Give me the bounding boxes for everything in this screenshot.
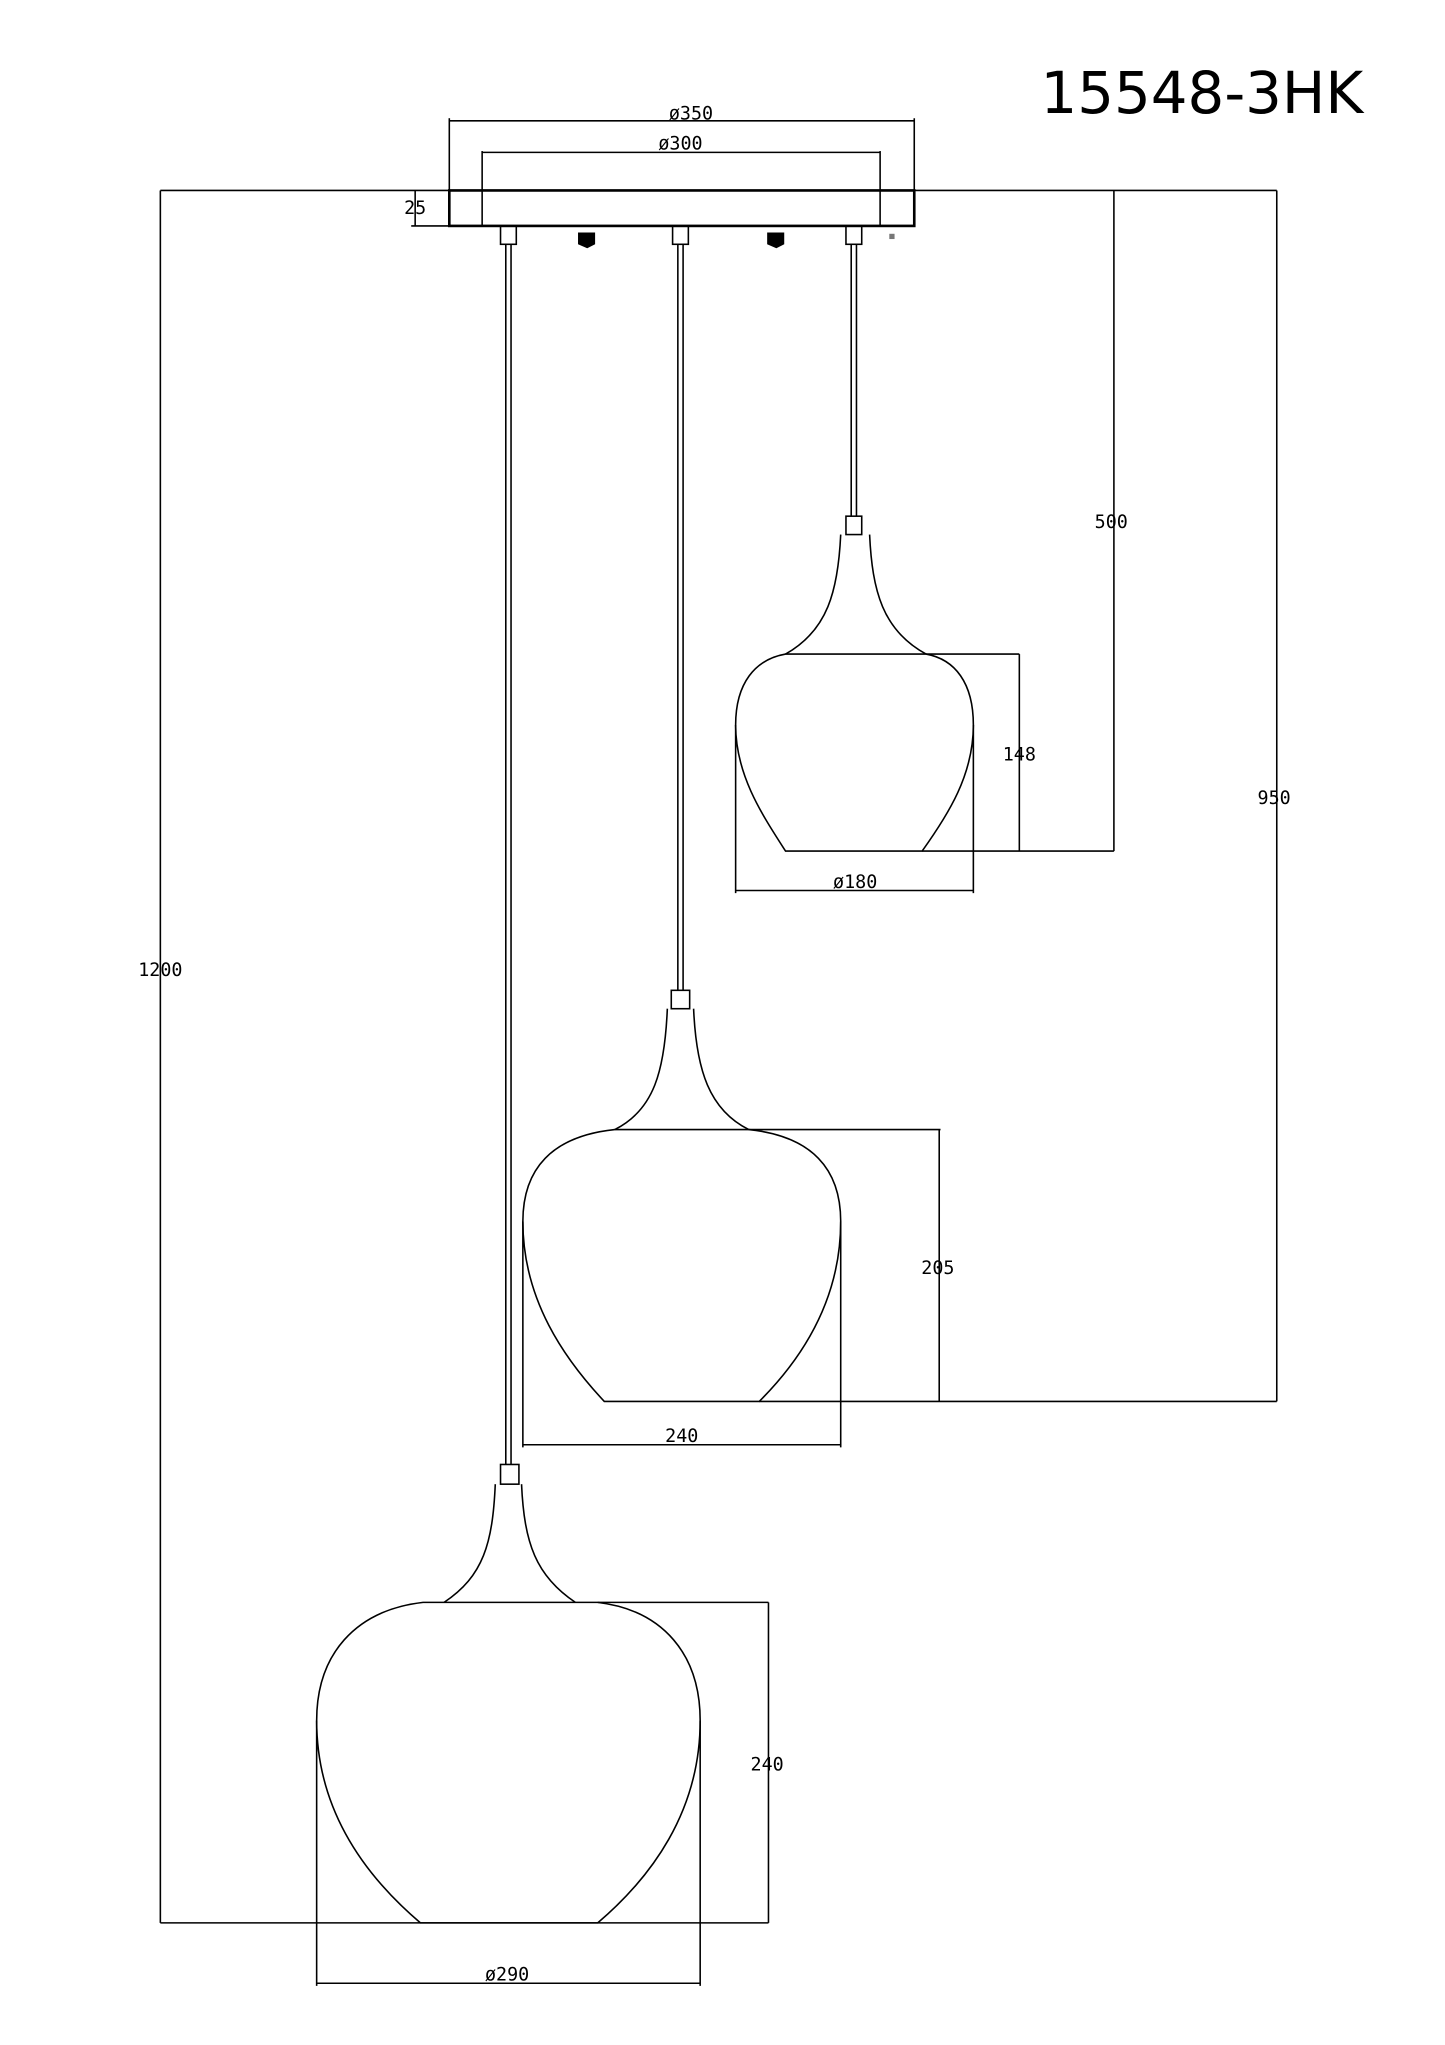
dim-large-diameter: ø290 (485, 1965, 529, 1986)
medium-shade (522, 989, 842, 1448)
dimension-lines (159, 120, 1278, 1985)
model-number: 15548-3HK (1041, 59, 1366, 127)
dim-small-height: 148 (1003, 744, 1036, 765)
dim-canopy-height: 25 (404, 198, 426, 219)
dim-canopy-outer: ø350 (669, 104, 713, 125)
dim-small-diameter: ø180 (833, 872, 877, 893)
cords (504, 244, 858, 1465)
dim-canopy-inner: ø300 (658, 134, 702, 155)
large-shade (315, 1463, 701, 1986)
screw-icon (767, 232, 785, 249)
dim-medium-height: 205 (921, 1258, 954, 1279)
dim-short-drop: 500 (1095, 512, 1128, 533)
screw-icon (578, 232, 596, 249)
dim-overall-height: 1200 (138, 960, 182, 981)
dim-large-height: 240 (751, 1754, 784, 1775)
dim-medium-diameter: 240 (665, 1426, 698, 1447)
dim-middle-drop: 950 (1258, 788, 1291, 809)
small-shade (734, 515, 975, 894)
